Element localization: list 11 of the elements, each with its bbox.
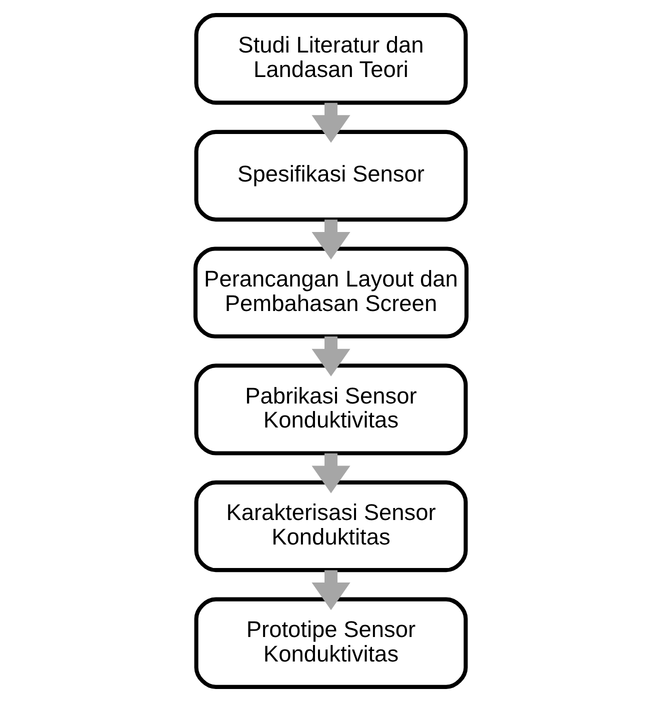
arrow xyxy=(312,102,350,143)
node-box: Karakterisasi Sensor Konduktitas xyxy=(194,480,468,572)
node-box: Pabrikasi Sensor Konduktivitas xyxy=(194,364,468,456)
arrow xyxy=(312,336,350,376)
arrow xyxy=(312,570,350,610)
node-box: Studi Literatur dan Landasan Teori xyxy=(194,13,468,105)
arrow xyxy=(312,453,350,494)
node-box: Perancangan Layout dan Pembahasan Screen xyxy=(193,246,469,338)
node-box: Prototipe Sensor Konduktivitas xyxy=(194,597,468,689)
arrow xyxy=(312,220,350,260)
node-box: Spesifikasi Sensor xyxy=(194,130,468,222)
